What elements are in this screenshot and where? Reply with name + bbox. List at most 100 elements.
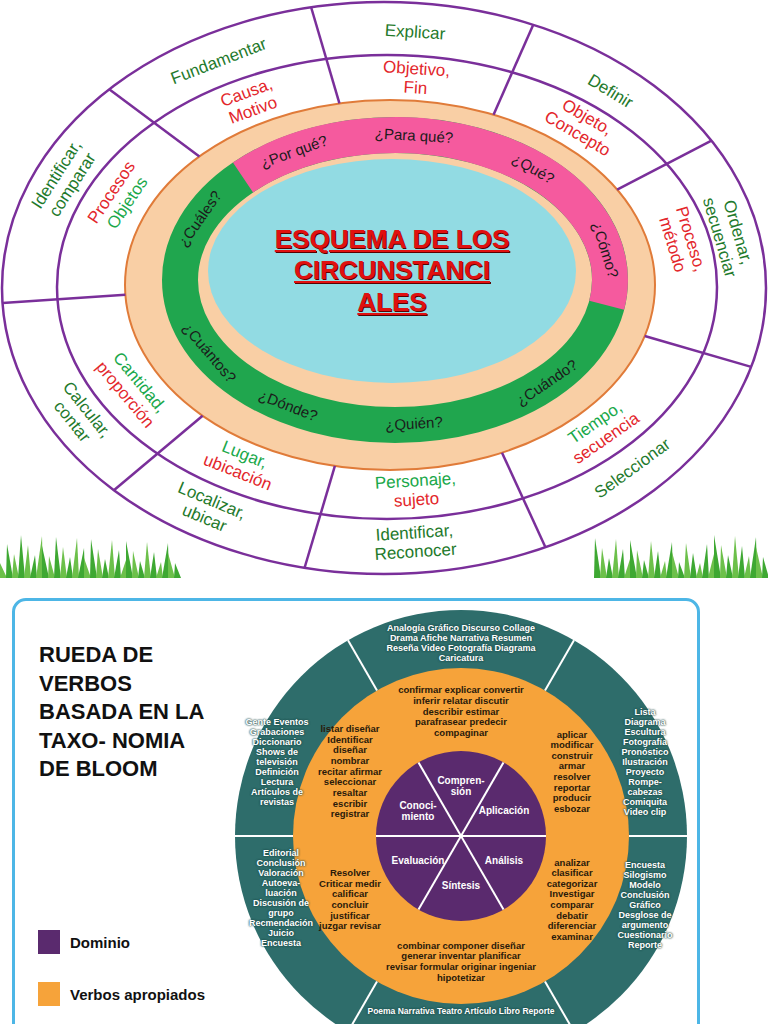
product-list: Editorial Conclusión Valoración Autoeva-… — [249, 848, 313, 949]
grass-blade — [684, 543, 691, 578]
diagram-title: ESQUEMA DE LOS CIRCUNSTANCI ALES — [275, 224, 510, 318]
grass-blade — [60, 547, 67, 578]
green-arrow-band — [180, 135, 610, 425]
grass-blade — [0, 563, 7, 578]
grass-blade — [756, 547, 763, 578]
grass-blade — [162, 543, 169, 578]
grass-blade — [726, 555, 733, 578]
grass-blade — [678, 562, 685, 578]
grass-blade — [66, 557, 73, 578]
domain-label: Síntesis — [432, 880, 490, 891]
ellipse-fill — [208, 159, 576, 383]
legend-swatch — [38, 982, 60, 1006]
grass-blade — [84, 558, 91, 578]
sector-divider — [114, 416, 203, 490]
circumstance-label-group: Personaje,sujeto — [374, 470, 457, 512]
sector-divider — [461, 762, 504, 836]
legend-text: Dominio — [70, 934, 130, 951]
sector-divider — [461, 836, 504, 910]
legend-row: Dominio — [38, 930, 130, 954]
product-list: Analogía Gráfico Discurso Collage Drama … — [379, 623, 544, 663]
grass-blade — [594, 538, 601, 578]
grass-blade — [150, 552, 157, 578]
product-list: Lista Diagrama Escultura Fotografía Pron… — [614, 707, 676, 818]
grass-blade — [108, 540, 115, 578]
grass-blade — [114, 550, 121, 578]
sector-divider — [545, 981, 574, 1024]
verb-list: analizar clasificar categorizar Investig… — [539, 858, 605, 943]
sector-dividers — [3, 7, 752, 567]
sector-divider — [494, 25, 534, 115]
grass-blade — [600, 548, 607, 578]
grass-blade — [702, 544, 709, 578]
sector-divider — [461, 835, 546, 837]
sector-divider — [502, 453, 545, 548]
domain-label: Aplicación — [476, 805, 532, 816]
sector-divider — [545, 640, 574, 690]
sector-divider — [645, 336, 751, 367]
verb-label-group: Identificar, Reconocer — [372, 522, 456, 565]
outer-ring — [2, 2, 766, 574]
grass-blade — [144, 542, 151, 578]
grass-blade — [738, 546, 745, 578]
product-ring — [235, 610, 687, 1024]
grass-blade — [24, 545, 31, 578]
verb-list: aplicar modificar construir armar resolv… — [539, 730, 605, 815]
grass-blade — [90, 539, 97, 578]
grass-blade — [648, 541, 655, 578]
grass-blade — [102, 559, 109, 578]
verb-list: combinar componer diseñar generar invent… — [386, 941, 536, 984]
grass-blade — [78, 548, 85, 578]
grass-blade — [696, 563, 703, 578]
verb-list: confirmar explicar convertir inferir rel… — [396, 685, 526, 738]
grass-blade — [618, 549, 625, 578]
grass-blade — [42, 546, 49, 578]
grass-blade — [36, 536, 43, 578]
grass-blade — [690, 553, 697, 578]
product-list: Encuesta Silogismo Modelo Conclusión Grá… — [614, 860, 676, 951]
sector-divider — [3, 295, 126, 303]
grass-blade — [642, 560, 649, 578]
grass-blade — [660, 561, 667, 578]
grass-blade — [174, 563, 181, 578]
grass-blade — [672, 552, 679, 578]
grass-blade — [138, 561, 145, 578]
peach-ring — [125, 100, 655, 470]
sector-divider — [109, 89, 199, 156]
verb-list: Resolver Criticar medir calificar conclu… — [317, 868, 383, 932]
sector-divider — [348, 640, 377, 690]
grass-blade — [132, 551, 139, 578]
grass-blade — [708, 554, 715, 578]
wheel-dividers — [235, 640, 687, 1024]
verb-label-group: Explicar — [384, 22, 446, 44]
domain-label: Análisis — [476, 855, 532, 866]
grass-blade — [744, 556, 751, 578]
grass-blade — [720, 545, 727, 578]
sector-divider — [419, 836, 462, 910]
grass-blade — [18, 535, 25, 578]
grass-blade — [96, 549, 103, 578]
verb-list: listar diseñar Identificar diseñar nombr… — [317, 724, 383, 820]
grass-blade — [120, 560, 127, 578]
sector-divider — [311, 7, 339, 103]
domain-label: Conoci- miento — [390, 800, 446, 822]
domain-core — [376, 751, 546, 921]
grass-blade — [126, 541, 133, 578]
grass-blade — [630, 540, 637, 578]
sector-divider — [305, 466, 335, 568]
grass-blade — [168, 553, 175, 578]
sector-divider — [235, 835, 293, 837]
grass-blade — [48, 556, 55, 578]
grass-blade — [12, 554, 19, 578]
legend-row: Verbos apropiados — [38, 982, 205, 1006]
sector-divider — [617, 141, 711, 190]
product-list: Gente Eventos Grabaciones Diccionario Sh… — [245, 717, 309, 808]
title-ellipse: ESQUEMA DE LOS CIRCUNSTANCI ALES — [207, 158, 577, 384]
middle-ring — [57, 55, 717, 519]
grass-blade — [762, 557, 768, 578]
sector-divider — [419, 762, 462, 836]
verb-label: Explicar — [384, 22, 446, 44]
grass-blade — [750, 537, 757, 578]
sector-divider — [348, 981, 377, 1024]
domain-label: Compren- sión — [432, 775, 490, 797]
